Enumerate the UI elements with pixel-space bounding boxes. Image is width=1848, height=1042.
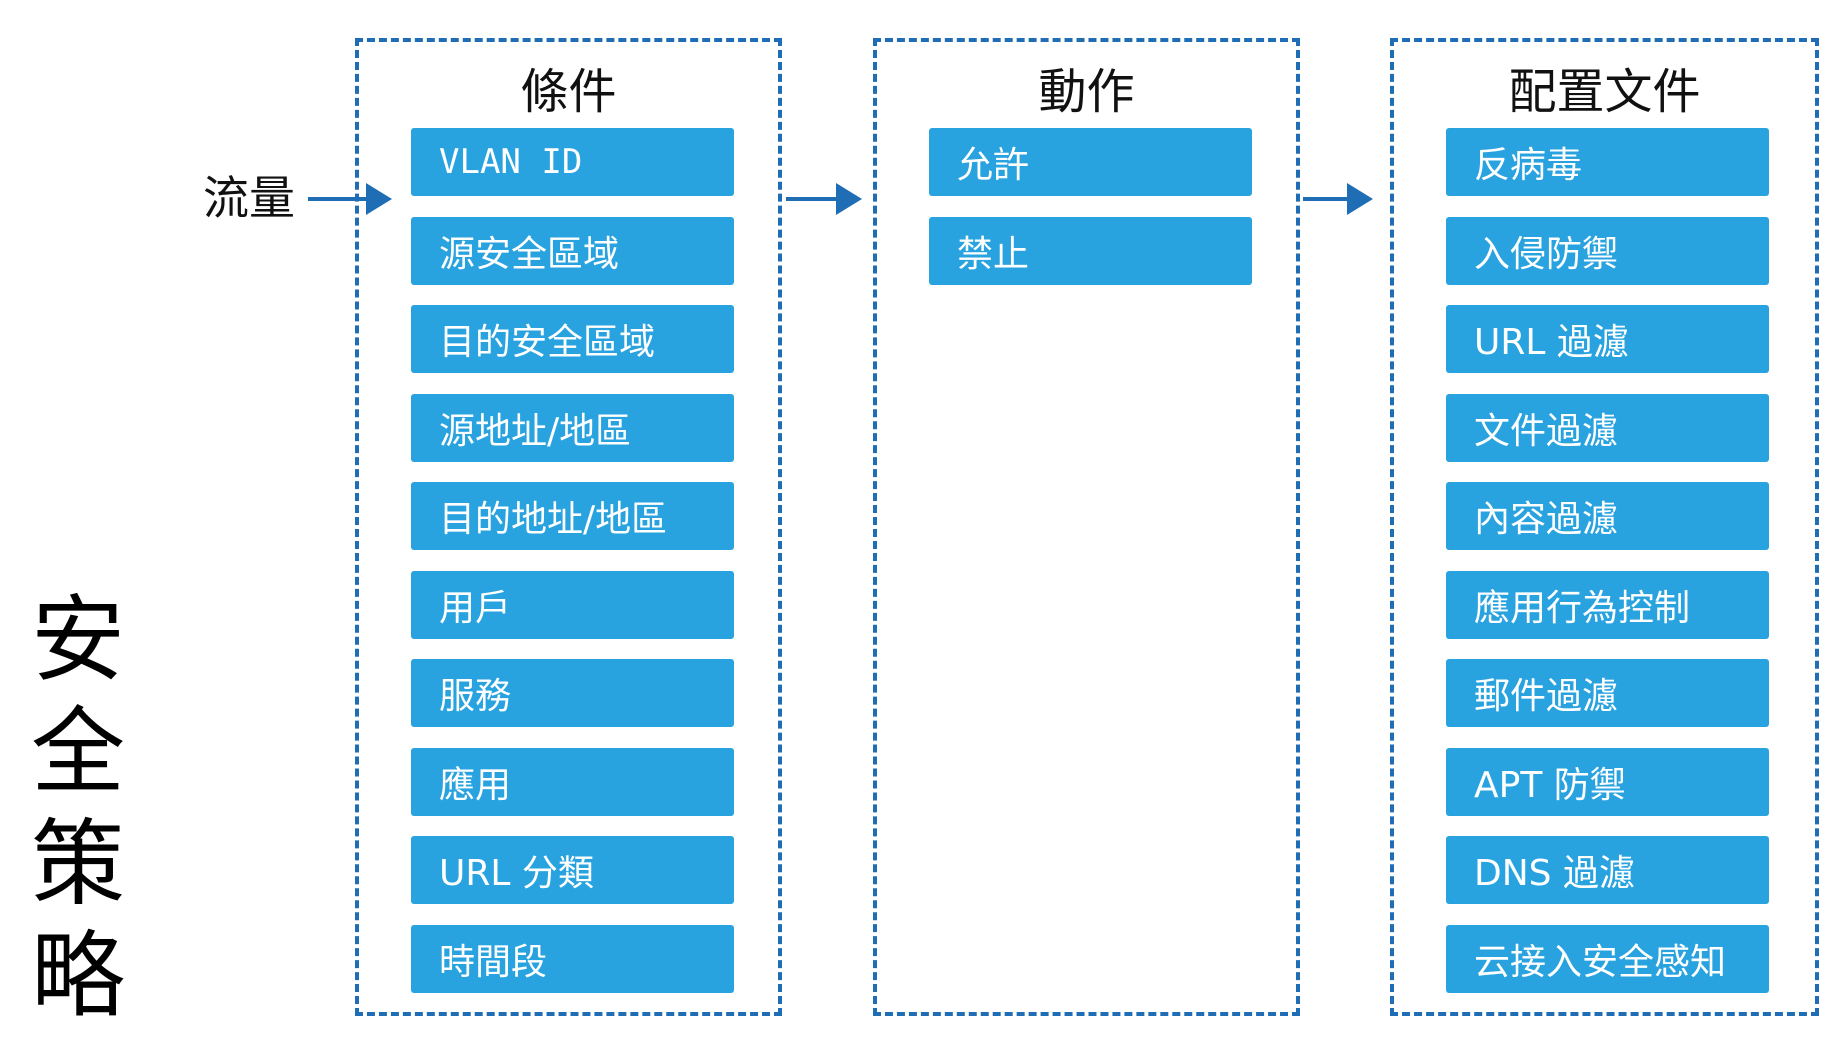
profile-file-filtering: 文件過濾 — [1446, 393, 1769, 462]
condition-source-zone: 源安全區域 — [411, 216, 734, 285]
conditions-title: 條件 — [520, 64, 617, 120]
condition-destination-address: 目的地址/地區 — [411, 482, 734, 550]
conditions-panel: 條件 VLAN ID 源安全區域 目的安全區域 源地址/地區 目的地址/地區 用… — [355, 38, 782, 1016]
condition-user: 用戶 — [411, 570, 734, 639]
profile-apt-defense: APT 防禦 — [1446, 747, 1769, 816]
traffic-arrow — [308, 183, 392, 215]
title-char-2: 全 — [30, 698, 125, 807]
condition-vlan-id: VLAN ID — [411, 128, 734, 196]
action-permit: 允許 — [929, 128, 1252, 196]
traffic-label: 流量 — [203, 171, 295, 225]
conditions-to-actions-arrow — [786, 183, 862, 215]
profile-mail-filtering: 郵件過濾 — [1446, 659, 1769, 727]
profile-cloud-access-security: 云接入安全感知 — [1446, 924, 1769, 993]
condition-destination-zone: 目的安全區域 — [411, 305, 734, 373]
profiles-title: 配置文件 — [1508, 64, 1701, 120]
profile-antivirus: 反病毒 — [1446, 128, 1769, 196]
condition-source-address: 源地址/地區 — [411, 393, 734, 462]
actions-panel: 動作 允許 禁止 — [873, 38, 1300, 1016]
condition-service: 服務 — [411, 659, 734, 727]
actions-title: 動作 — [1038, 64, 1135, 120]
profile-dns-filtering: DNS 過濾 — [1446, 836, 1769, 904]
title-char-3: 策 — [30, 810, 125, 919]
condition-url-category: URL 分類 — [411, 836, 734, 904]
action-deny: 禁止 — [929, 216, 1252, 285]
profiles-list: 反病毒 入侵防禦 URL 過濾 文件過濾 內容過濾 應用行為控制 郵件過濾 AP… — [1446, 128, 1769, 1013]
condition-time-range: 時間段 — [411, 924, 734, 993]
profile-application-behavior-control: 應用行為控制 — [1446, 570, 1769, 639]
security-policy-title: 安 全 策 略 — [28, 585, 128, 1033]
actions-to-profiles-arrow — [1303, 183, 1373, 215]
profile-intrusion-prevention: 入侵防禦 — [1446, 216, 1769, 285]
conditions-list: VLAN ID 源安全區域 目的安全區域 源地址/地區 目的地址/地區 用戶 服… — [411, 128, 734, 1013]
actions-list: 允許 禁止 — [929, 128, 1252, 305]
title-char-1: 安 — [30, 586, 125, 695]
title-char-4: 略 — [30, 922, 125, 1031]
profiles-panel: 配置文件 反病毒 入侵防禦 URL 過濾 文件過濾 內容過濾 應用行為控制 郵件… — [1390, 38, 1819, 1016]
condition-application: 應用 — [411, 747, 734, 816]
profile-content-filtering: 內容過濾 — [1446, 482, 1769, 550]
profile-url-filtering: URL 過濾 — [1446, 305, 1769, 373]
